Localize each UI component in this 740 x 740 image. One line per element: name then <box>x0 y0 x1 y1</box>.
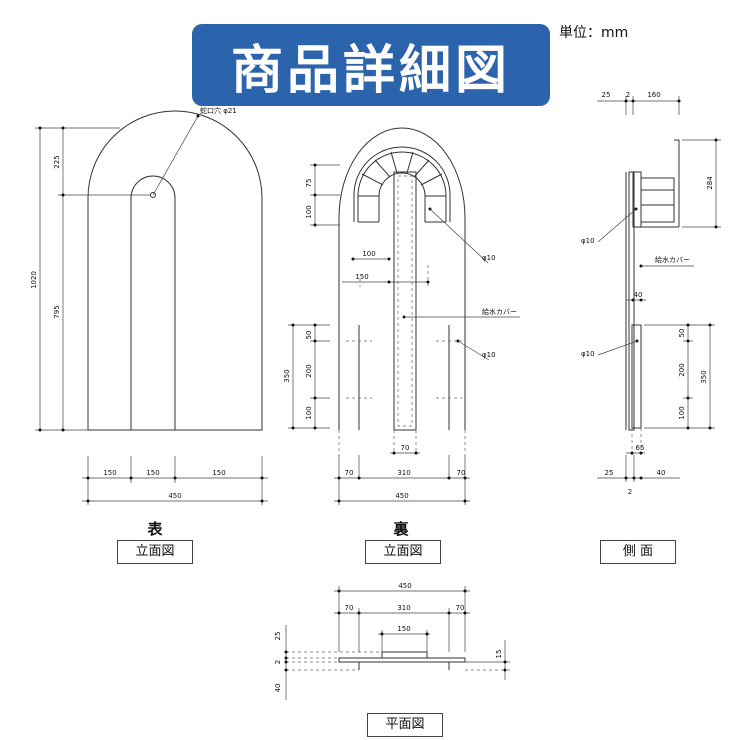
back-callout-cover: 給水カバー <box>482 307 517 316</box>
faucet-leader <box>152 115 199 196</box>
back-dim-70-right: 70 <box>457 469 466 477</box>
faucet-hole <box>150 192 156 198</box>
fan-window-outer <box>353 146 451 222</box>
side-dim-40-mid: 40 <box>634 291 643 299</box>
back-callout-pipe-top: φ10 <box>482 254 496 262</box>
back-dim-50: 50 <box>305 331 313 340</box>
back-dim-100h: 100 <box>362 250 375 258</box>
front-dim-1020: 1020 <box>30 271 38 289</box>
front-inner-arch <box>130 175 176 430</box>
plan-dim-25: 25 <box>274 632 282 641</box>
back-dim-70-center: 70 <box>401 444 410 452</box>
plan-dim-2: 2 <box>274 660 282 664</box>
plan-dim-70-right: 70 <box>456 604 465 612</box>
side-dim-100: 100 <box>678 406 686 419</box>
side-view-caption: 側 面 <box>600 540 676 564</box>
side-dim-200: 200 <box>678 363 686 376</box>
side-callout-cover: 給水カバー <box>655 255 690 264</box>
title-banner: 商品詳細図 <box>192 24 550 106</box>
front-view-title: 表 <box>147 520 163 538</box>
plan-dim-width: 450 <box>398 582 411 590</box>
back-dim-350: 350 <box>283 369 291 382</box>
side-dim-160: 160 <box>647 91 660 99</box>
page-title: 商品詳細図 <box>230 40 511 101</box>
back-dim-100-bot: 100 <box>305 406 313 419</box>
front-dim-w2: 150 <box>146 469 159 477</box>
back-dim-310: 310 <box>397 469 410 477</box>
back-dim-70-left: 70 <box>345 469 354 477</box>
plan-cover <box>381 651 428 659</box>
plan-dim-40: 40 <box>274 684 282 693</box>
back-callout-pipe-side: φ10 <box>482 351 496 359</box>
side-view: 25 2 160 284 φ10 給水カバー φ10 40 50 200 <box>581 91 721 496</box>
plan-panel <box>338 657 466 663</box>
plan-dim-150: 150 <box>397 625 410 633</box>
side-dim-40-bot: 40 <box>657 469 666 477</box>
faucet-callout: 蛇口穴 φ21 <box>200 106 237 115</box>
side-dim-350: 350 <box>700 370 708 383</box>
side-dim-65: 65 <box>636 444 645 452</box>
front-outline <box>87 110 263 431</box>
side-callout-pipe-bottom: φ10 <box>581 350 595 358</box>
side-dim-50: 50 <box>678 329 686 338</box>
back-elevation: 100 150 φ10 給水カバー φ10 75 100 50 200 100 <box>283 127 520 505</box>
back-view-title: 裏 <box>393 520 409 538</box>
front-view-caption: 立面図 <box>117 540 193 564</box>
front-dim-225: 225 <box>53 155 61 168</box>
front-dim-width: 450 <box>168 492 181 500</box>
side-dim-2-bot: 2 <box>628 488 632 496</box>
plan-view: 450 70 310 70 150 25 2 40 15 <box>274 582 510 700</box>
plan-view-caption: 平面図 <box>367 713 443 737</box>
back-dim-150: 150 <box>355 273 368 281</box>
back-view-caption: 立面図 <box>365 540 441 564</box>
front-dim-w3: 150 <box>212 469 225 477</box>
plan-dim-310: 310 <box>397 604 410 612</box>
back-dim-100-top: 100 <box>305 205 313 218</box>
fan-window-inner <box>378 172 426 222</box>
plan-dim-15: 15 <box>495 650 503 659</box>
side-dim-2-top: 2 <box>626 91 630 99</box>
side-callout-pipe-top: φ10 <box>581 237 595 245</box>
plan-dim-70-left: 70 <box>345 604 354 612</box>
water-cover <box>393 171 417 431</box>
front-dim-w1: 150 <box>103 469 116 477</box>
front-dim-795: 795 <box>53 305 61 318</box>
back-dim-width: 450 <box>395 492 408 500</box>
unit-label: 単位：mm <box>559 25 629 41</box>
back-dim-75: 75 <box>305 179 313 188</box>
back-dim-200: 200 <box>305 364 313 377</box>
side-dim-25-top: 25 <box>602 91 611 99</box>
front-elevation: 蛇口穴 φ21 225 1020 795 150 150 150 450 <box>30 106 268 505</box>
side-dim-25-bot: 25 <box>605 469 614 477</box>
back-outline <box>338 127 466 430</box>
side-cover <box>631 324 642 429</box>
side-dim-284: 284 <box>706 176 714 190</box>
